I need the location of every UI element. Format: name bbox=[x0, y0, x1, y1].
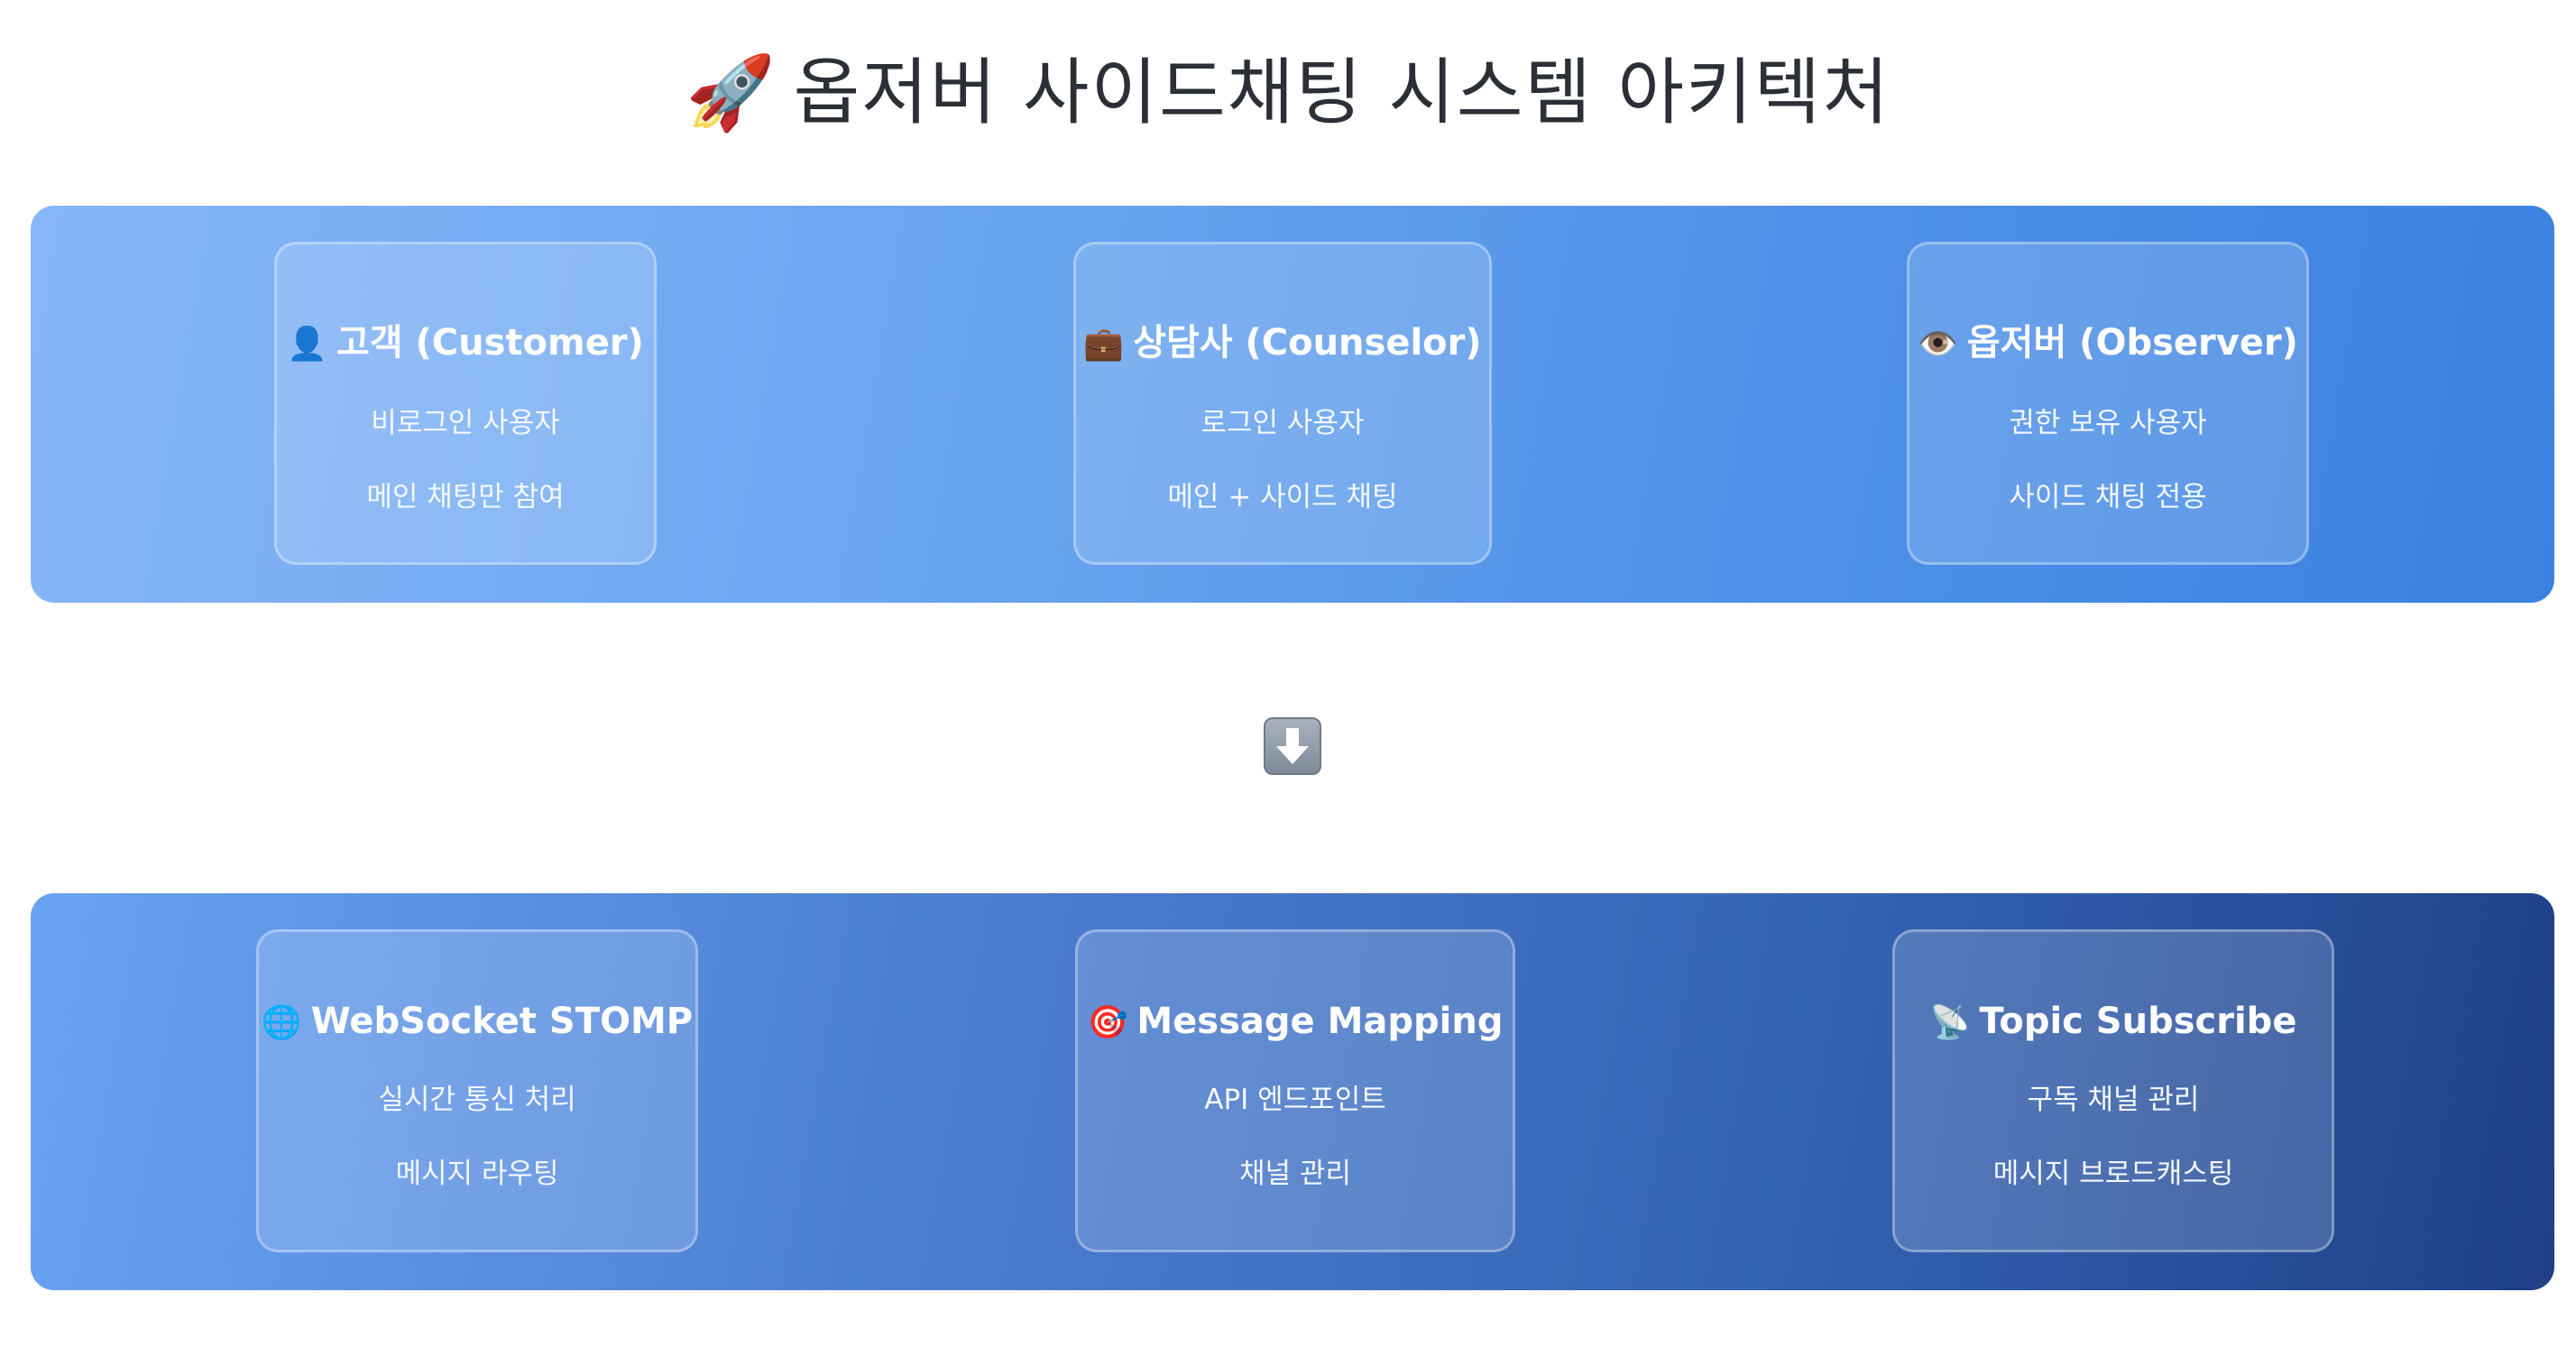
satellite-icon: 📡 bbox=[1929, 1004, 1971, 1041]
message-mapping-card-title: 🎯Message Mapping bbox=[1088, 1001, 1504, 1042]
customer-card: 👤고객 (Customer) 비로그인 사용자 메인 채팅만 참여 bbox=[274, 242, 657, 565]
observer-line-2: 사이드 채팅 전용 bbox=[2009, 481, 2207, 513]
eye-icon: 👁️ bbox=[1918, 326, 1958, 363]
topic-subscribe-line-1: 구독 채널 관리 bbox=[2027, 1084, 2200, 1116]
observer-card: 👁️옵저버 (Observer) 권한 보유 사용자 사이드 채팅 전용 bbox=[1907, 242, 2309, 565]
topic-subscribe-line-2: 메시지 브로드캐스팅 bbox=[1992, 1158, 2234, 1190]
briefcase-icon: 💼 bbox=[1083, 326, 1125, 363]
websocket-line-1: 실시간 통신 처리 bbox=[378, 1084, 576, 1116]
counselor-line-1: 로그인 사용자 bbox=[1201, 407, 1365, 439]
customer-line-1: 비로그인 사용자 bbox=[371, 407, 560, 439]
counselor-card: 💼상담사 (Counselor) 로그인 사용자 메인 + 사이드 채팅 bbox=[1073, 242, 1492, 565]
topic-subscribe-card-title: 📡Topic Subscribe bbox=[1930, 1001, 2297, 1042]
counselor-title-text: 상담사 (Counselor) bbox=[1133, 322, 1482, 364]
user-icon: 👤 bbox=[287, 326, 327, 363]
message-mapping-card: 🎯Message Mapping API 엔드포인트 채널 관리 bbox=[1075, 929, 1515, 1252]
observer-line-1: 권한 보유 사용자 bbox=[2009, 407, 2207, 439]
customer-card-title: 👤고객 (Customer) bbox=[287, 313, 644, 365]
websocket-title-text: WebSocket STOMP bbox=[310, 1001, 694, 1042]
down-arrow-icon bbox=[1264, 717, 1321, 775]
customer-title-text: 고객 (Customer) bbox=[336, 322, 644, 364]
observer-title-text: 옵저버 (Observer) bbox=[1966, 322, 2298, 364]
websocket-card: 🌐WebSocket STOMP 실시간 통신 처리 메시지 라우팅 bbox=[256, 929, 698, 1252]
topic-subscribe-title-text: Topic Subscribe bbox=[1979, 1001, 2297, 1042]
observer-card-title: 👁️옵저버 (Observer) bbox=[1918, 313, 2298, 365]
globe-icon: 🌐 bbox=[261, 1004, 302, 1041]
page-title-text: 옵저버 사이드채팅 시스템 아키텍처 bbox=[793, 51, 1891, 134]
message-mapping-line-2: 채널 관리 bbox=[1239, 1158, 1351, 1190]
down-arrow-glyph bbox=[1276, 728, 1309, 764]
customer-line-2: 메인 채팅만 참여 bbox=[366, 481, 565, 513]
topic-subscribe-card: 📡Topic Subscribe 구독 채널 관리 메시지 브로드캐스팅 bbox=[1892, 929, 2334, 1252]
target-icon: 🎯 bbox=[1087, 1004, 1128, 1041]
rocket-icon: 🚀 bbox=[685, 51, 777, 134]
websocket-line-2: 메시지 라우팅 bbox=[395, 1158, 559, 1190]
server-components-band: 🌐WebSocket STOMP 실시간 통신 처리 메시지 라우팅 🎯Mess… bbox=[31, 893, 2554, 1290]
page-title: 🚀옵저버 사이드채팅 시스템 아키텍처 bbox=[0, 34, 2576, 139]
websocket-card-title: 🌐WebSocket STOMP bbox=[262, 1001, 693, 1042]
user-roles-band: 👤고객 (Customer) 비로그인 사용자 메인 채팅만 참여 💼상담사 (… bbox=[31, 206, 2554, 603]
message-mapping-line-1: API 엔드포인트 bbox=[1204, 1084, 1386, 1116]
counselor-card-title: 💼상담사 (Counselor) bbox=[1083, 313, 1481, 365]
counselor-line-2: 메인 + 사이드 채팅 bbox=[1167, 481, 1398, 513]
message-mapping-title-text: Message Mapping bbox=[1136, 1001, 1504, 1042]
